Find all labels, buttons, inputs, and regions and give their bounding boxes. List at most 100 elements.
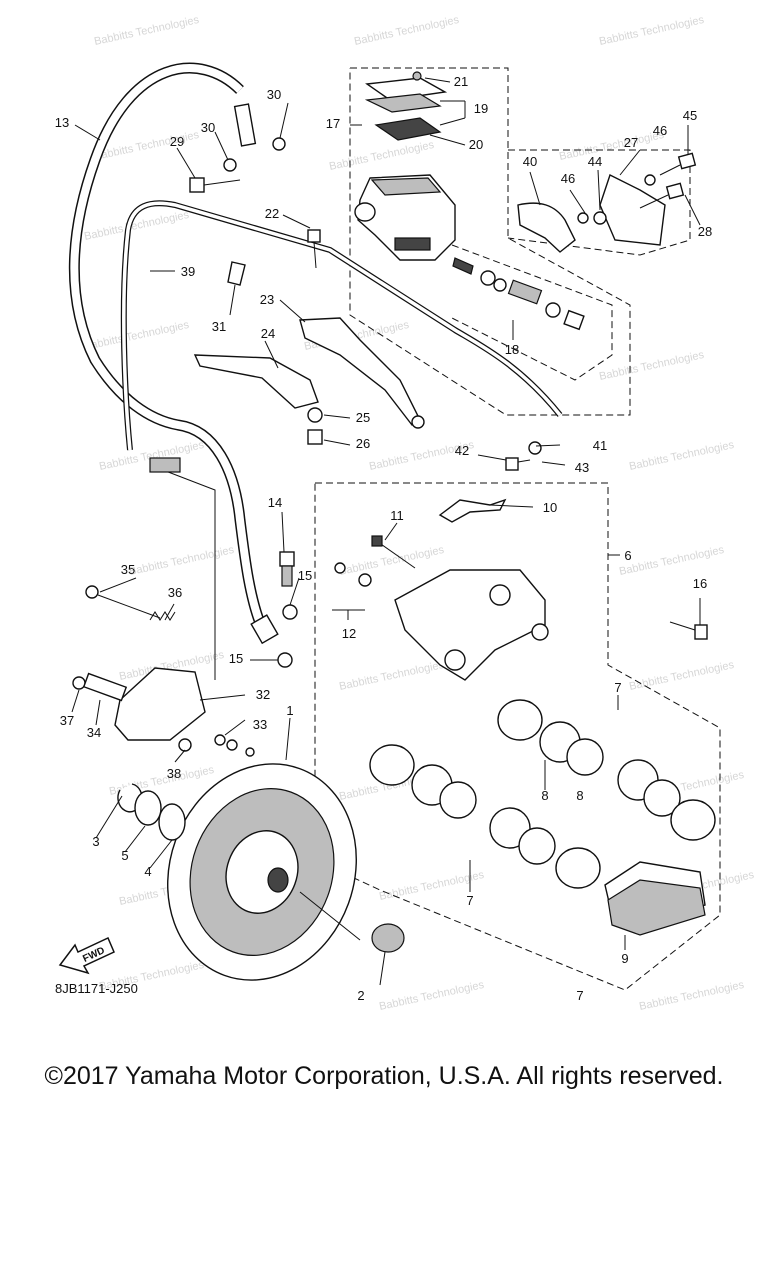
callout-8: 8 — [576, 788, 583, 803]
spacer-5 — [134, 790, 162, 826]
callout-24: 24 — [261, 326, 275, 341]
washer-4 — [158, 803, 186, 841]
watermark-text: Babbitts Technologies — [598, 349, 705, 383]
washer-30a — [272, 137, 286, 151]
bolt-11 — [371, 535, 416, 569]
washer-46a — [577, 212, 589, 224]
callout-45: 45 — [683, 108, 697, 123]
bolt-42 — [505, 457, 531, 471]
collar-2 — [371, 923, 405, 953]
piston-set-upper — [497, 699, 716, 841]
callout-34: 34 — [87, 725, 101, 740]
cable-ferrule — [149, 457, 181, 473]
callout-23: 23 — [260, 292, 274, 307]
callout-15: 15 — [229, 651, 243, 666]
callout-31: 31 — [212, 319, 226, 334]
watermark-text: Babbitts Technologies — [638, 979, 745, 1013]
callout-6: 6 — [624, 548, 631, 563]
callout-7: 7 — [576, 988, 583, 1003]
callout-46: 46 — [561, 171, 575, 186]
slide-pin — [82, 672, 128, 702]
callout-41: 41 — [593, 438, 607, 453]
bleeder-33 — [214, 734, 255, 757]
assembly-box-27 — [507, 149, 691, 256]
callout-30: 30 — [267, 87, 281, 102]
callout-46: 46 — [653, 123, 667, 138]
watermark-text: Babbitts Technologies — [338, 659, 445, 693]
brake-cable-inner — [122, 201, 562, 451]
callout-27: 27 — [624, 135, 638, 150]
callout-25: 25 — [356, 410, 370, 425]
spring-36 — [149, 611, 176, 621]
assembly-box-18 — [451, 244, 613, 381]
reservoir-cap — [364, 77, 448, 141]
bolt-14 — [279, 551, 295, 587]
washer-15a — [282, 604, 298, 620]
master-cylinder — [354, 174, 456, 261]
brake-hose-inner — [70, 64, 266, 630]
watermark-text: Babbitts Technologies — [338, 544, 445, 578]
callout-5: 5 — [121, 848, 128, 863]
callout-32: 32 — [256, 687, 270, 702]
watermark-text: Babbitts Technologies — [328, 139, 435, 173]
washer-30b — [223, 158, 237, 172]
leader-lines — [71, 77, 701, 986]
watermark-text: Babbitts Technologies — [598, 14, 705, 48]
callout-4: 4 — [144, 864, 151, 879]
callout-7: 7 — [614, 680, 621, 695]
rear-caliper — [114, 667, 206, 741]
callout-40: 40 — [523, 154, 537, 169]
callout-44: 44 — [588, 154, 602, 169]
callout-1: 1 — [286, 703, 293, 718]
callout-39: 39 — [181, 264, 195, 279]
bushing — [593, 211, 607, 225]
callout-19: 19 — [474, 101, 488, 116]
callout-13: 13 — [55, 115, 69, 130]
lever-tip — [411, 415, 425, 429]
watermark-text: Babbitts Technologies — [83, 319, 190, 353]
assembly-box-17 — [349, 67, 631, 416]
callout-36: 36 — [168, 585, 182, 600]
piston-set-lower — [369, 744, 601, 889]
diagram-code: 8JB1171-J250 — [55, 981, 138, 996]
callout-2: 2 — [357, 988, 364, 1003]
callout-14: 14 — [268, 495, 282, 510]
callout-10: 10 — [543, 500, 557, 515]
nut-26 — [307, 429, 323, 445]
caliper — [394, 569, 549, 681]
banjo-fitting-bottom — [250, 614, 279, 645]
callout-7: 7 — [466, 893, 473, 908]
callout-33: 33 — [253, 717, 267, 732]
callout-11: 11 — [390, 508, 404, 523]
callout-30: 30 — [201, 120, 215, 135]
bolt-29 — [189, 177, 241, 193]
callout-28: 28 — [698, 224, 712, 239]
bolt-45 — [659, 152, 697, 176]
callout-12: 12 — [342, 626, 356, 641]
handle-switch — [193, 354, 319, 409]
callout-42: 42 — [455, 443, 469, 458]
banjo-fitting-top — [233, 103, 257, 147]
bolt-35 — [85, 585, 161, 619]
brake-pad-rear — [607, 879, 706, 936]
callout-21: 21 — [454, 74, 468, 89]
copyright-notice: ©2017 Yamaha Motor Corporation, U.S.A. A… — [44, 1062, 724, 1090]
bolt-22 — [307, 229, 321, 269]
watermark-text: Babbitts Technologies — [628, 439, 735, 473]
watermark-text: Babbitts Technologies — [558, 129, 665, 163]
callout-35: 35 — [121, 562, 135, 577]
callout-43: 43 — [575, 460, 589, 475]
watermark-text: Babbitts Technologies — [618, 544, 725, 578]
washer-46b — [644, 174, 656, 186]
callout-37: 37 — [60, 713, 74, 728]
lever-bracket — [599, 174, 666, 246]
nut-25 — [307, 407, 323, 423]
callout-38: 38 — [167, 766, 181, 781]
watermark-text: Babbitts Technologies — [128, 544, 235, 578]
watermark-text: Babbitts Technologies — [353, 14, 460, 48]
cap-screw — [412, 71, 422, 81]
brake-disc — [167, 763, 357, 981]
callout-3: 3 — [92, 834, 99, 849]
callout-9: 9 — [621, 951, 628, 966]
